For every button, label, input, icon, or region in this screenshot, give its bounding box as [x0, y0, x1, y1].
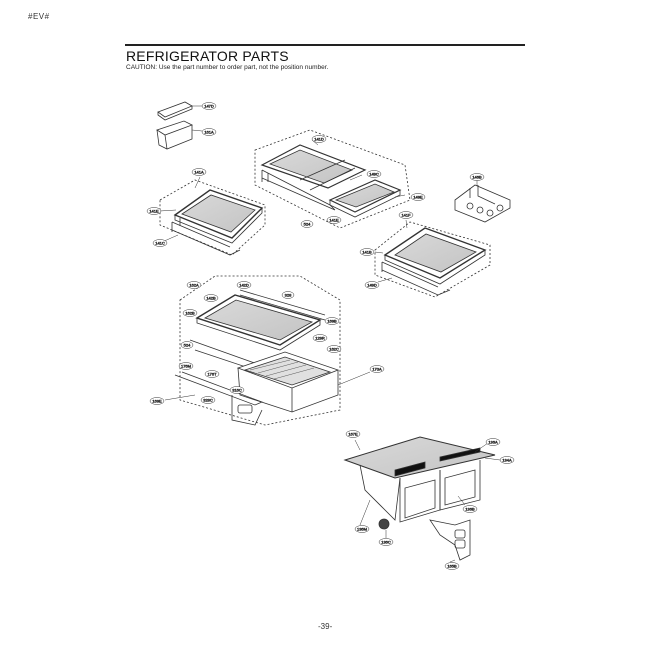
- callout-167E: 167E: [345, 430, 361, 438]
- callout-165B: 165B: [444, 562, 460, 570]
- callout-141A: 141A: [191, 168, 207, 176]
- callout-169E: 169E: [149, 397, 165, 405]
- shelf-upper-left: [159, 179, 266, 256]
- crisper-assembly: [343, 436, 496, 561]
- svg-text:142D: 142D: [239, 283, 249, 288]
- svg-text:136C: 136C: [381, 540, 391, 545]
- svg-text:524: 524: [184, 343, 191, 348]
- svg-text:149E: 149E: [413, 195, 423, 200]
- callout-149C: 149C: [366, 170, 382, 178]
- header-rule: [125, 44, 525, 46]
- svg-text:141B: 141B: [362, 250, 372, 255]
- svg-text:149D: 149D: [367, 283, 377, 288]
- svg-text:161A: 161A: [204, 130, 214, 135]
- callout-316C: 316C: [229, 386, 245, 394]
- egg-tray-cover: [157, 101, 193, 121]
- page-title: REFRIGERATOR PARTS: [126, 48, 289, 64]
- callout-161A: 161A: [201, 128, 217, 136]
- callout-147D: 147D: [201, 102, 217, 110]
- callout-328C: 328C: [200, 396, 216, 404]
- snack-pan-assembly: [174, 275, 341, 426]
- callout-149D: 149D: [364, 281, 380, 289]
- callout-136A: 136A: [485, 438, 501, 446]
- callout-146B: 146B: [469, 173, 485, 181]
- callout-524-lower: 524: [180, 341, 194, 349]
- svg-text:136B: 136B: [465, 507, 475, 512]
- svg-text:136M: 136M: [357, 527, 367, 532]
- svg-text:141E: 141E: [149, 209, 159, 214]
- svg-text:328C: 328C: [203, 398, 213, 403]
- callout-176T: 176T: [204, 370, 220, 378]
- callout-129R: 129R: [312, 334, 328, 342]
- callout-524-upper: 524: [300, 220, 314, 228]
- caution-note: CAUTION: Use the part number to order pa…: [126, 64, 329, 71]
- svg-text:136A: 136A: [488, 440, 498, 445]
- svg-text:147D: 147D: [204, 104, 214, 109]
- svg-text:169B: 169B: [327, 319, 337, 324]
- svg-text:316C: 316C: [232, 388, 242, 393]
- callout-141E-center: 141E: [326, 216, 342, 224]
- svg-text:162B: 162B: [185, 311, 195, 316]
- callout-169B: 169B: [324, 317, 340, 325]
- svg-text:141E: 141E: [329, 218, 339, 223]
- svg-text:162A: 162A: [189, 283, 199, 288]
- svg-text:170A: 170A: [372, 367, 382, 372]
- page-number: -39-: [318, 622, 333, 631]
- svg-text:142B: 142B: [206, 296, 216, 301]
- callout-142B: 142B: [203, 294, 219, 302]
- egg-tray: [156, 120, 194, 150]
- svg-text:129R: 129R: [315, 336, 325, 341]
- svg-text:162C: 162C: [329, 347, 339, 352]
- model-code: #EV#: [28, 12, 50, 21]
- svg-text:169E: 169E: [152, 399, 162, 404]
- svg-text:524: 524: [304, 222, 311, 227]
- callout-136C: 136C: [378, 538, 394, 546]
- svg-text:328: 328: [285, 293, 292, 298]
- svg-text:141D: 141D: [314, 137, 324, 142]
- callout-328: 328: [281, 291, 295, 299]
- callout-136B: 136B: [462, 505, 478, 513]
- callout-141D: 141D: [311, 135, 327, 143]
- shelf-upper-center: [254, 129, 411, 229]
- callout-134A: 134A: [499, 456, 515, 464]
- callout-162C: 162C: [326, 345, 342, 353]
- wine-rack: [454, 184, 511, 223]
- svg-text:134A: 134A: [502, 458, 512, 463]
- svg-text:165B: 165B: [447, 564, 457, 569]
- callout-141E-left: 141E: [146, 207, 162, 215]
- svg-text:167E: 167E: [348, 432, 358, 437]
- callout-162A: 162A: [186, 281, 202, 289]
- callout-141C: 141C: [152, 239, 168, 247]
- callout-136M: 136M: [354, 525, 370, 533]
- callout-141F: 141F: [398, 211, 414, 219]
- svg-text:176M: 176M: [181, 364, 191, 369]
- svg-text:176T: 176T: [207, 372, 217, 377]
- callout-141B: 141B: [359, 248, 375, 256]
- svg-text:141F: 141F: [401, 213, 411, 218]
- svg-text:149C: 149C: [369, 172, 379, 177]
- svg-text:141C: 141C: [155, 241, 165, 246]
- callout-142D: 142D: [236, 281, 252, 289]
- shelf-upper-right: [374, 221, 491, 298]
- callout-162B: 162B: [182, 309, 198, 317]
- svg-text:141A: 141A: [194, 170, 204, 175]
- callout-176M: 176M: [178, 362, 194, 370]
- svg-text:146B: 146B: [472, 175, 482, 180]
- callout-149E: 149E: [410, 193, 426, 201]
- callout-170A: 170A: [369, 365, 385, 373]
